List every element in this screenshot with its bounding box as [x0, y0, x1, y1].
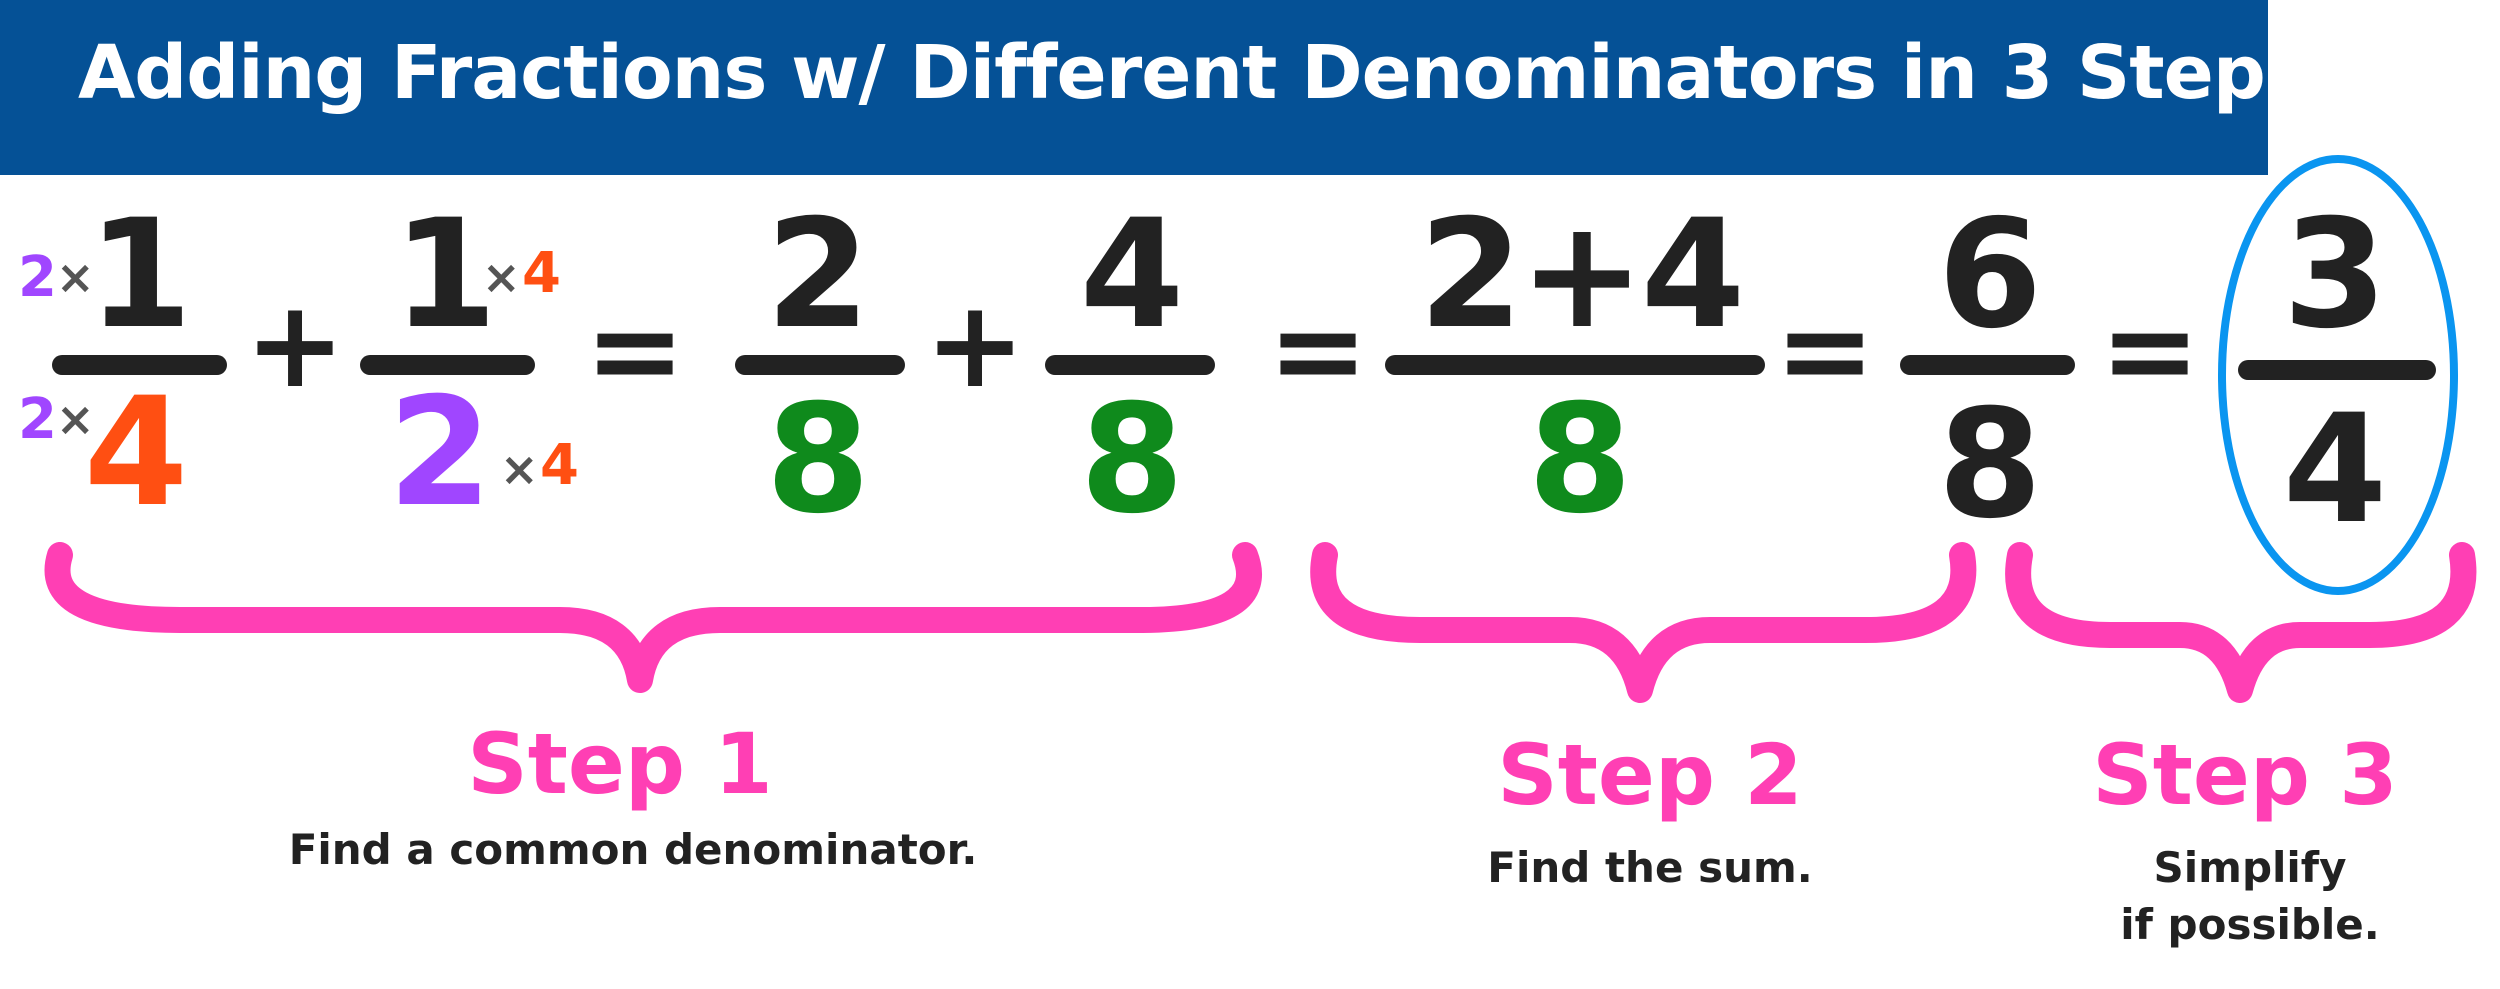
fraction1-num-multiplier: 2 — [18, 245, 57, 310]
step3-result-bar — [2238, 360, 2436, 380]
step2-sum-numerator: 2+4 — [1418, 188, 1745, 362]
step2-result-numerator: 6 — [1937, 188, 2043, 362]
equals-sign-3: = — [1774, 282, 1876, 421]
step1-fraction-b-denominator: 8 — [1079, 373, 1185, 547]
title-bar — [0, 0, 2268, 175]
step3-title: Step 3 — [2092, 726, 2398, 824]
fraction2-num-times: × — [482, 250, 521, 304]
step2-result-denominator: 8 — [1937, 378, 2043, 552]
plus-sign-1: + — [244, 276, 346, 415]
step3-result-numerator: 3 — [2282, 188, 2388, 362]
step1-fraction-a-numerator: 2 — [765, 188, 871, 362]
fraction2-den-multiplier: 4 — [540, 433, 579, 498]
fraction2-den-times: × — [500, 442, 539, 496]
fraction1-numerator: 1 — [87, 188, 193, 362]
page-title: Adding Fractions w/ Different Denominato… — [78, 30, 2309, 116]
fraction1-den-times: × — [56, 392, 95, 446]
answer-highlight-circle — [2218, 155, 2458, 595]
step1-title: Step 1 — [467, 715, 773, 813]
step2-result-bar — [1900, 355, 2075, 375]
step1-fraction-b-bar — [1045, 355, 1215, 375]
step2-sum-bar — [1385, 355, 1765, 375]
step1-fraction-a-bar — [735, 355, 905, 375]
fraction1-den-multiplier: 2 — [18, 387, 57, 452]
fraction2-num-multiplier: 4 — [522, 241, 561, 306]
fraction1-denominator: 4 — [83, 366, 189, 540]
fraction1-num-times: × — [56, 250, 95, 304]
equals-sign-1: = — [584, 282, 686, 421]
step2-sum-denominator: 8 — [1527, 373, 1633, 547]
step3-brace — [2005, 542, 2477, 703]
step3-description-line1: Simplify — [2153, 843, 2347, 892]
fraction1-bar — [52, 355, 227, 375]
equals-sign-2: = — [1267, 282, 1369, 421]
step1-brace — [44, 542, 1262, 693]
fraction2-denominator: 2 — [387, 366, 493, 540]
plus-sign-2: + — [924, 276, 1026, 415]
step2-title: Step 2 — [1497, 726, 1803, 824]
fraction2-numerator: 1 — [392, 188, 498, 362]
step2-description: Find the sum. — [1487, 843, 1813, 892]
step3-description-line2: if possible. — [2120, 900, 2380, 949]
step3-result-denominator: 4 — [2282, 383, 2388, 557]
step1-fraction-a-denominator: 8 — [765, 373, 871, 547]
step1-fraction-b-numerator: 4 — [1079, 188, 1185, 362]
equals-sign-4: = — [2099, 282, 2201, 421]
step1-description: Find a common denominator. — [288, 825, 978, 874]
fraction2-bar — [360, 355, 535, 375]
step2-brace — [1310, 542, 1977, 703]
